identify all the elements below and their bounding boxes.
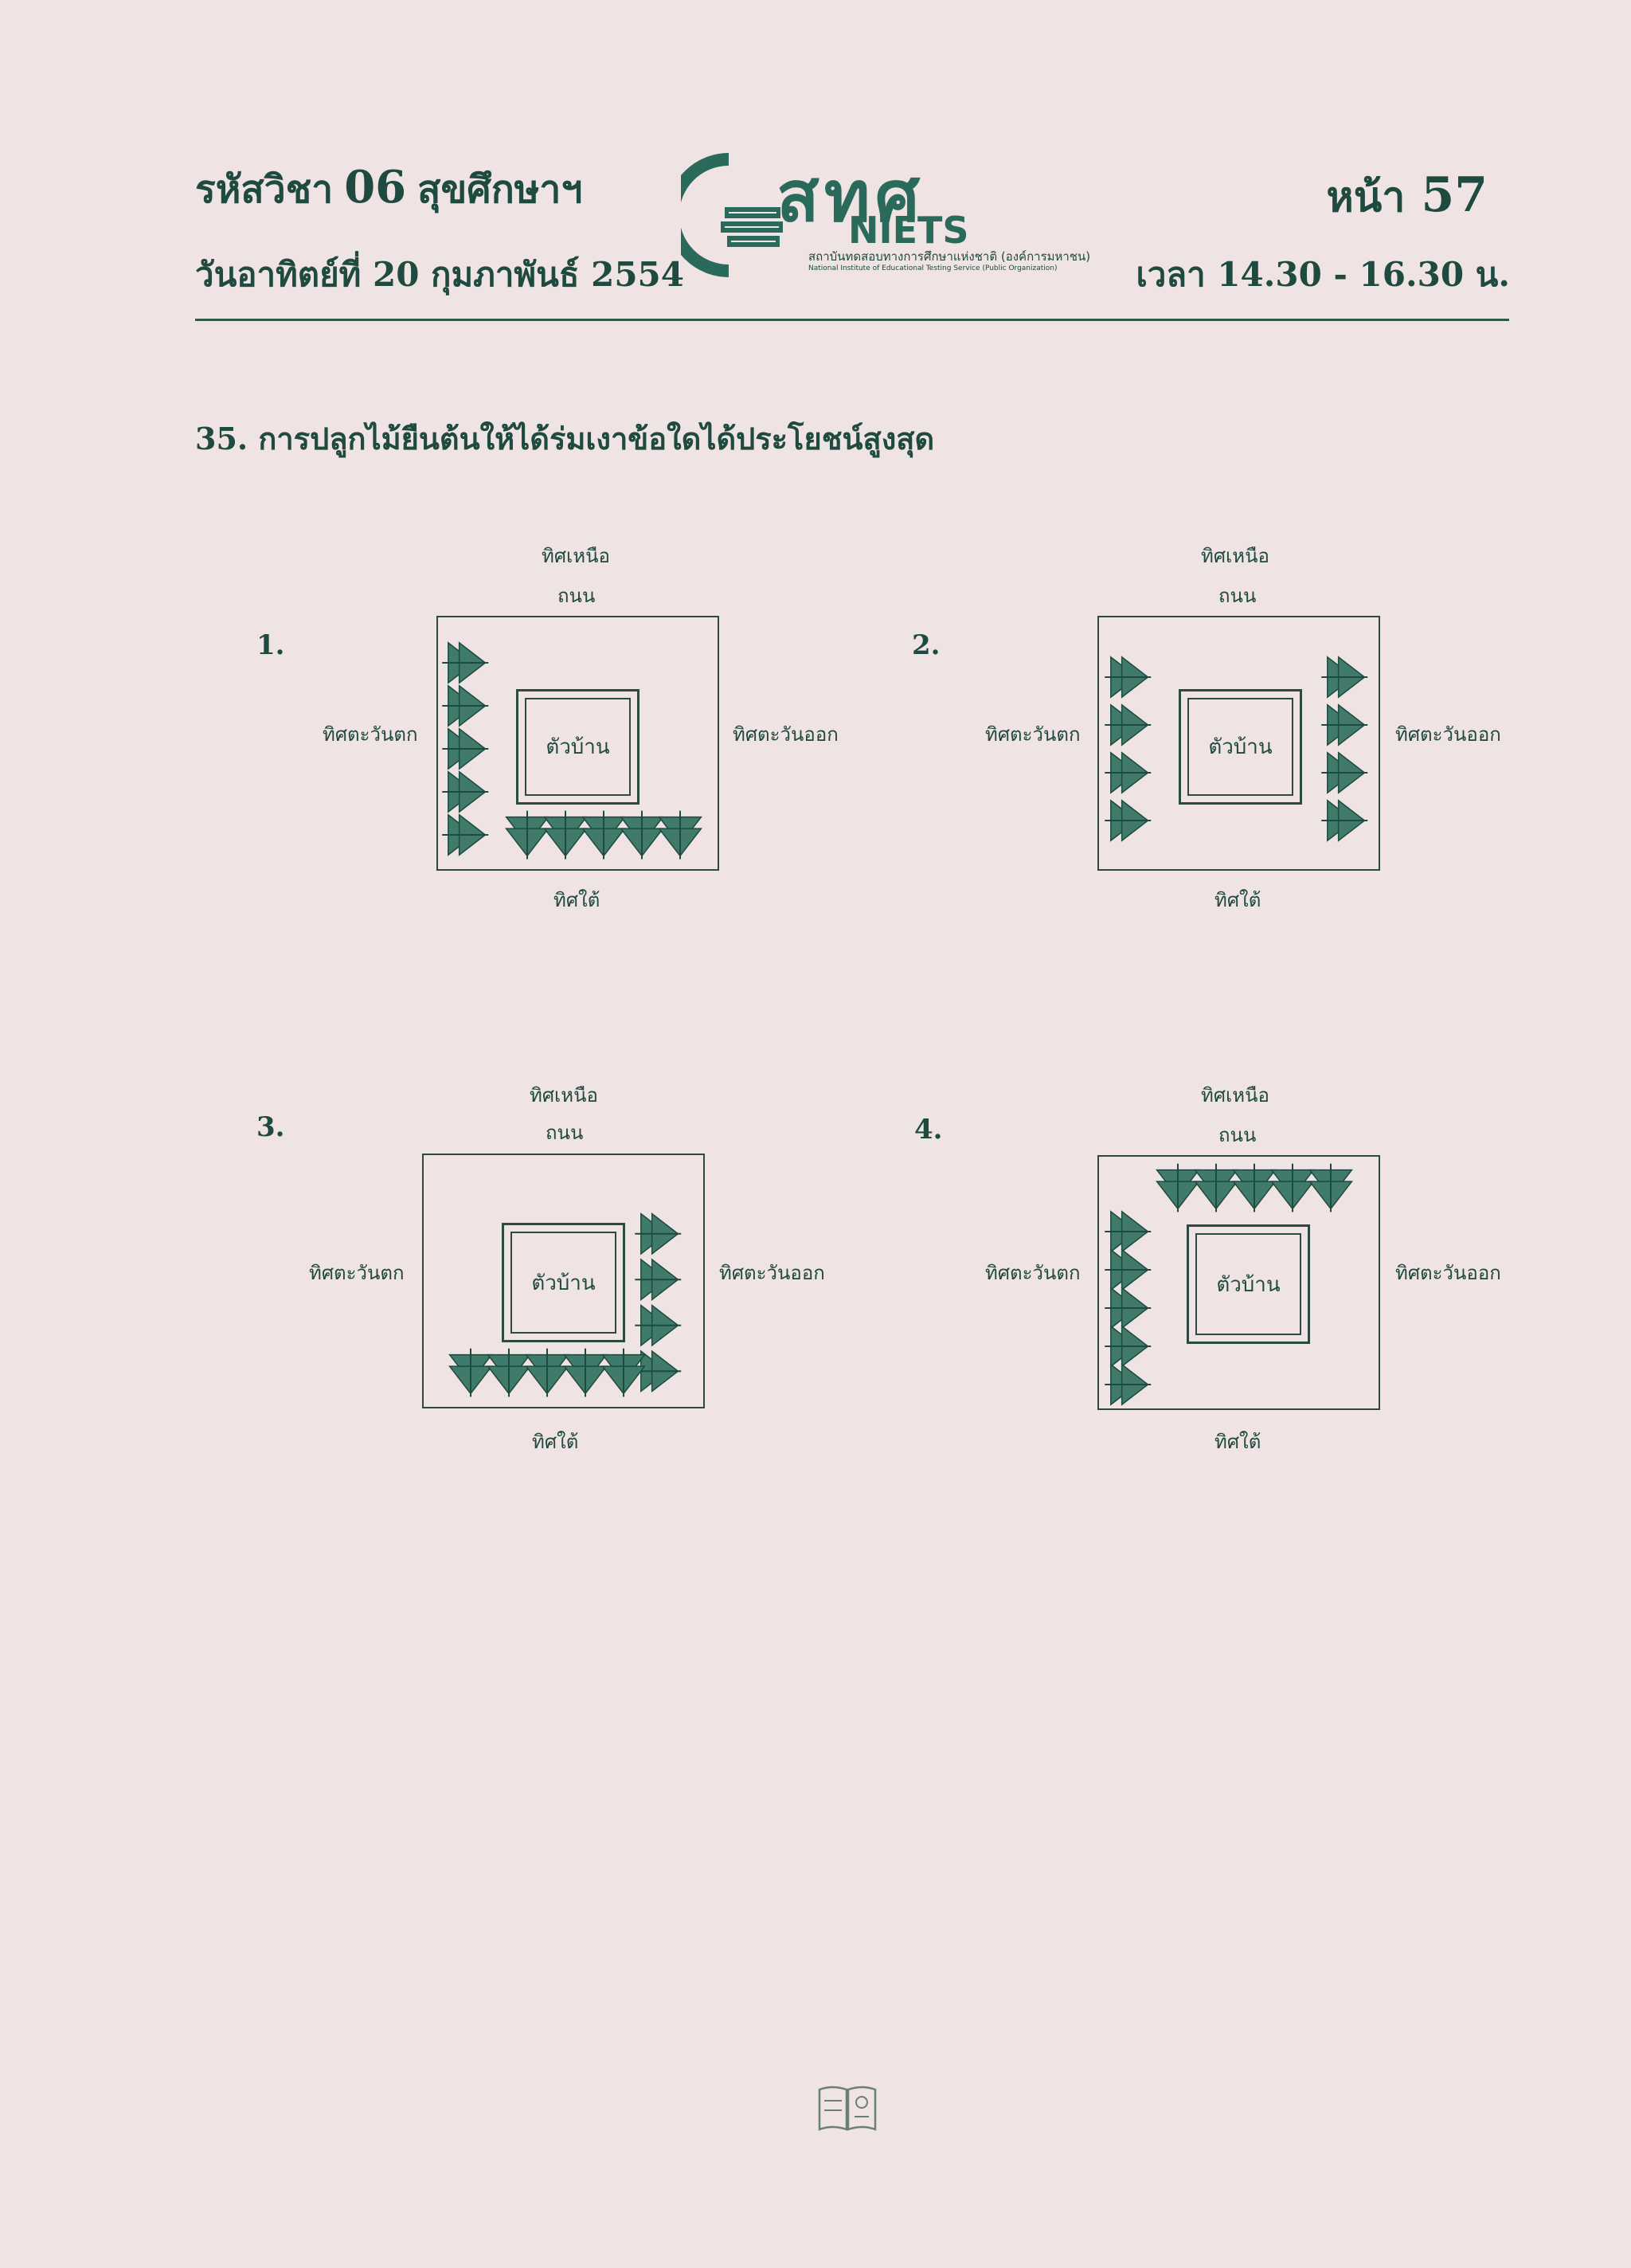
tree-icon bbox=[442, 813, 489, 856]
header-divider bbox=[195, 319, 1509, 321]
south-label: ทิศใต้ bbox=[1214, 889, 1261, 911]
house: ตัวบ้าน bbox=[1179, 689, 1302, 805]
road-label: ถนน bbox=[557, 585, 596, 607]
west-label: ทิศตะวันตก bbox=[323, 723, 418, 746]
tree-icon bbox=[505, 810, 550, 860]
west-label: ทิศตะวันตก bbox=[985, 1262, 1081, 1284]
north-label: ทิศเหนือ bbox=[1201, 1084, 1269, 1107]
house-label: ตัวบ้าน bbox=[1208, 735, 1273, 759]
tree-icon bbox=[601, 1348, 646, 1397]
tree-row-east bbox=[1321, 656, 1368, 842]
tree-icon bbox=[1105, 703, 1152, 746]
plot-boundary: ตัวบ้าน bbox=[1097, 616, 1380, 871]
house: ตัวบ้าน bbox=[502, 1223, 625, 1342]
plot-boundary: ตัวบ้าน bbox=[422, 1154, 705, 1408]
west-label: ทิศตะวันตก bbox=[985, 723, 1081, 746]
tree-icon bbox=[1321, 656, 1368, 699]
north-label: ทิศเหนือ bbox=[542, 545, 610, 567]
house-label: ตัวบ้าน bbox=[531, 1271, 596, 1295]
tree-icon bbox=[1105, 799, 1152, 842]
tree-icon bbox=[635, 1304, 682, 1347]
tree-icon bbox=[658, 810, 702, 860]
tree-row-east bbox=[635, 1212, 682, 1393]
option-number: 4. bbox=[914, 1114, 943, 1146]
road-label: ถนน bbox=[546, 1122, 584, 1144]
tree-icon bbox=[1308, 1163, 1353, 1212]
logo-english-abbr: NIETS bbox=[848, 209, 969, 252]
tree-icon bbox=[1105, 751, 1152, 794]
logo-thai-abbr: สทศ bbox=[776, 155, 925, 237]
tree-icon bbox=[442, 770, 489, 813]
page-number-line: หน้า 57 bbox=[1326, 163, 1488, 229]
tree-icon bbox=[525, 1348, 569, 1397]
tree-icon bbox=[442, 684, 489, 727]
option-number: 3. bbox=[256, 1111, 285, 1143]
tree-icon bbox=[620, 810, 664, 860]
tree-icon bbox=[1105, 1248, 1152, 1291]
tree-icon bbox=[1321, 799, 1368, 842]
book-stamp-icon bbox=[818, 2086, 877, 2131]
tree-icon bbox=[1321, 703, 1368, 746]
house-label: ตัวบ้าน bbox=[1216, 1272, 1281, 1297]
east-label: ทิศตะวันออก bbox=[733, 723, 839, 746]
option-number: 2. bbox=[912, 629, 941, 661]
house: ตัวบ้าน bbox=[1187, 1224, 1310, 1344]
tree-icon bbox=[1321, 751, 1368, 794]
tree-row-west bbox=[442, 641, 489, 856]
tree-icon bbox=[1105, 1287, 1152, 1330]
house: ตัวบ้าน bbox=[516, 689, 639, 805]
east-label: ทิศตะวันออก bbox=[1395, 723, 1501, 746]
tree-row-south bbox=[505, 810, 702, 860]
tree-icon bbox=[635, 1212, 682, 1255]
south-label: ทิศใต้ bbox=[553, 889, 600, 911]
option-number: 1. bbox=[256, 629, 285, 661]
tree-icon bbox=[635, 1258, 682, 1301]
logo-fullname-en: National Institute of Educational Testin… bbox=[808, 264, 1058, 272]
exam-time: เวลา 14.30 - 16.30 น. bbox=[1136, 255, 1510, 294]
tree-icon bbox=[543, 810, 588, 860]
plot-boundary: ตัวบ้าน bbox=[436, 616, 719, 871]
east-label: ทิศตะวันออก bbox=[719, 1262, 825, 1284]
subject-prefix: รหัสวิชา bbox=[195, 167, 334, 212]
tree-icon bbox=[1105, 1325, 1152, 1368]
tree-icon bbox=[1194, 1163, 1238, 1212]
tree-icon bbox=[448, 1348, 493, 1397]
tree-icon bbox=[1156, 1163, 1200, 1212]
exam-date: วันอาทิตย์ที่ 20 กุมภาพันธ์ 2554 bbox=[195, 255, 684, 294]
tree-icon bbox=[1105, 1363, 1152, 1406]
south-label: ทิศใต้ bbox=[1214, 1431, 1261, 1453]
subject-name: สุขศึกษาฯ bbox=[417, 167, 583, 212]
page-number: 57 bbox=[1421, 167, 1488, 223]
north-label: ทิศเหนือ bbox=[530, 1084, 598, 1107]
tree-icon bbox=[563, 1348, 608, 1397]
tree-icon bbox=[1270, 1163, 1315, 1212]
page-label: หน้า bbox=[1326, 173, 1406, 221]
question-text: 35. การปลูกไม้ยืนต้นให้ได้ร่มเงาข้อใดได้… bbox=[195, 421, 935, 456]
tree-row-south bbox=[448, 1348, 646, 1397]
road-label: ถนน bbox=[1218, 585, 1257, 607]
north-label: ทิศเหนือ bbox=[1201, 545, 1269, 567]
road-label: ถนน bbox=[1218, 1124, 1257, 1146]
tree-row-west bbox=[1105, 1210, 1152, 1406]
tree-row-north bbox=[1156, 1163, 1353, 1212]
tree-icon bbox=[1105, 656, 1152, 699]
logo-books-icon bbox=[681, 153, 783, 277]
tree-icon bbox=[442, 641, 489, 684]
niets-logo: สทศ NIETS สถาบันทดสอบทางการศึกษาแห่งชาติ… bbox=[681, 151, 1175, 283]
tree-icon bbox=[442, 727, 489, 770]
tree-row-west bbox=[1105, 656, 1152, 842]
east-label: ทิศตะวันออก bbox=[1395, 1262, 1501, 1284]
tree-icon bbox=[487, 1348, 531, 1397]
tree-icon bbox=[1232, 1163, 1277, 1212]
subject-code: 06 bbox=[344, 161, 407, 213]
house-label: ตัวบ้าน bbox=[546, 735, 610, 759]
logo-fullname-th: สถาบันทดสอบทางการศึกษาแห่งชาติ (องค์การม… bbox=[808, 249, 1091, 264]
west-label: ทิศตะวันตก bbox=[309, 1262, 405, 1284]
tree-icon bbox=[1105, 1210, 1152, 1253]
south-label: ทิศใต้ bbox=[532, 1431, 579, 1453]
tree-icon bbox=[581, 810, 626, 860]
plot-boundary: ตัวบ้าน bbox=[1097, 1155, 1380, 1410]
